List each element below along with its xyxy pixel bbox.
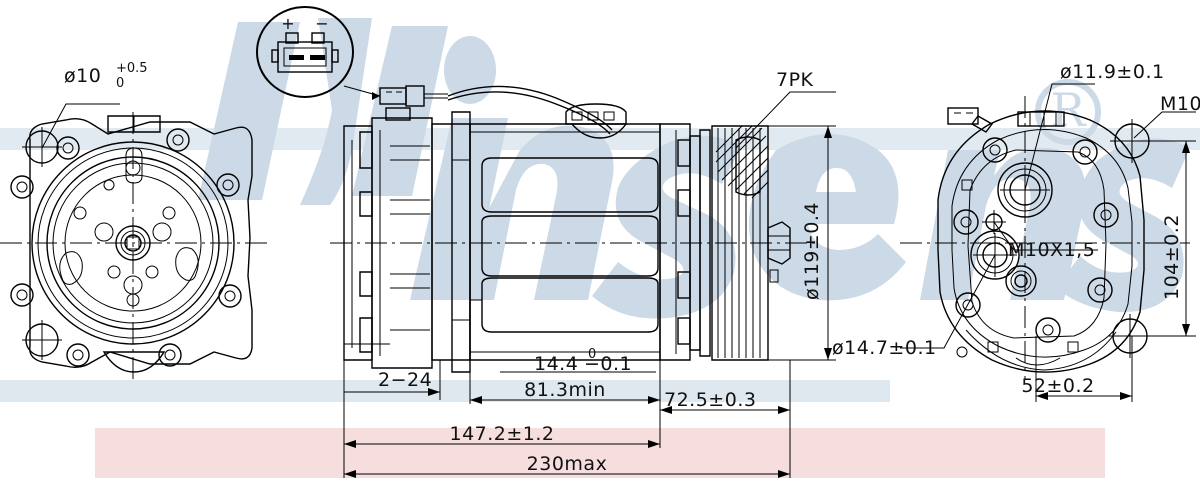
right-view-boss-lower xyxy=(1005,265,1037,297)
callout-left-bore-leader xyxy=(41,103,120,149)
svg-text:−0.1: −0.1 xyxy=(584,353,632,375)
label-body-min-length: 81.3min xyxy=(524,379,606,401)
right-view-bolt-bosses xyxy=(953,137,1119,343)
dimline-mount-width xyxy=(1035,336,1133,402)
dimline-overall-max-length xyxy=(343,414,791,478)
label-pulley-diameter: ø119±0.4 xyxy=(801,202,823,300)
label-overall-body-length: 147.2±1.2 xyxy=(449,423,554,445)
svg-text:14.4: 14.4 xyxy=(534,353,578,375)
view-center-compressor-body xyxy=(330,85,820,373)
label-pulley-offset: 72.5±0.3 xyxy=(664,389,756,411)
label-thread-m10x15: M10X1,5 xyxy=(1008,239,1095,261)
callout-mount-hole-leader xyxy=(900,254,996,349)
background-band-blue-mid xyxy=(0,380,890,402)
view-left-rear-face xyxy=(0,112,268,380)
label-flange-thickness: 14.4 −0.1 0 xyxy=(534,347,632,375)
pulley-assembly xyxy=(689,125,791,361)
svg-text:ø10: ø10 xyxy=(64,65,101,87)
pulley-section-hatch xyxy=(715,125,769,199)
label-port-spacing: 2−24 xyxy=(378,369,432,391)
label-left-bore: ø10 +0.5 0 xyxy=(64,61,148,91)
right-view-lower-bore xyxy=(970,230,1020,280)
left-view-bolt-bosses xyxy=(10,128,242,367)
body-electrical-connector xyxy=(379,85,613,135)
label-mount-width: 52±0.2 xyxy=(1021,375,1094,397)
callout-hub-bore-leader xyxy=(1024,83,1095,191)
label-belt: 7PK xyxy=(776,69,814,91)
callout-m10-leader xyxy=(1133,111,1196,139)
dimline-overall-body-length xyxy=(343,400,661,448)
dimline-pulley-diameter xyxy=(768,125,836,361)
connector-pin-negative: − xyxy=(315,14,328,33)
view-right-front-mount xyxy=(900,96,1190,380)
label-thread-m10: M10 xyxy=(1160,93,1200,115)
svg-text:0: 0 xyxy=(116,76,124,91)
dimline-port-spacing xyxy=(343,360,441,400)
label-hub-bore: ø11.9±0.1 xyxy=(1060,61,1165,83)
background-band-pink xyxy=(95,428,1105,478)
connector-detail-bubble: + − xyxy=(256,6,381,100)
connector-pin-positive: + xyxy=(281,14,294,33)
right-view-top-connector xyxy=(947,107,994,133)
label-overall-max-length: 230max xyxy=(527,453,608,475)
left-view-mount-eye-bottom xyxy=(22,320,62,360)
svg-text:+0.5: +0.5 xyxy=(116,61,148,76)
callout-belt-leader xyxy=(735,91,836,149)
label-mount-height: 104±0.2 xyxy=(1161,214,1183,300)
dimline-pulley-offset xyxy=(659,360,791,414)
callout-m10x15-leader xyxy=(993,221,1098,251)
svg-text:0: 0 xyxy=(588,347,596,362)
dimline-mount-height xyxy=(1130,140,1196,337)
label-mount-hole: ø14.7±0.1 xyxy=(832,337,937,359)
